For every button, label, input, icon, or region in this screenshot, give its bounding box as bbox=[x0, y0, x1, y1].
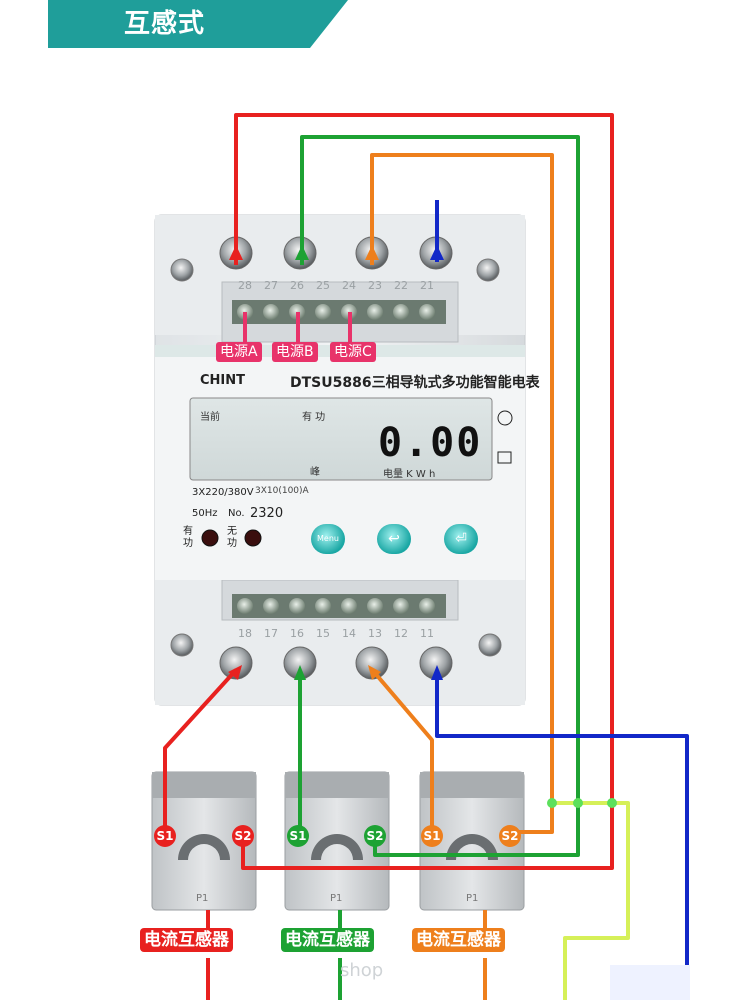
serial-no-value: 2320 bbox=[250, 506, 284, 521]
ct2-label: 电流互感器 bbox=[281, 928, 374, 952]
terminal-number-17: 17 bbox=[264, 627, 278, 640]
ct2-s2-terminal: S2 bbox=[364, 825, 386, 847]
back-button[interactable]: ↩ bbox=[377, 524, 411, 554]
ct3-p1-mark: P1 bbox=[466, 893, 479, 904]
terminal-number-28: 28 bbox=[238, 279, 252, 292]
lcd-peak-label: 峰 bbox=[310, 467, 320, 478]
ct2-p1-mark: P1 bbox=[330, 893, 343, 904]
junction-dots bbox=[547, 798, 617, 808]
green-voltage-wire bbox=[300, 135, 580, 857]
terminal-number-25: 25 bbox=[316, 279, 330, 292]
terminal-number-15: 15 bbox=[316, 627, 330, 640]
bottom-screws bbox=[170, 633, 502, 680]
red-voltage-wire bbox=[234, 113, 614, 870]
lcd-screen bbox=[189, 397, 493, 481]
terminal-number-18: 18 bbox=[238, 627, 252, 640]
current-transformer-3 bbox=[419, 771, 525, 911]
meter-model-title: DTSU5886三相导轨式多功能智能电表 bbox=[290, 375, 540, 391]
terminal-number-22: 22 bbox=[394, 279, 408, 292]
active-led bbox=[201, 529, 219, 547]
terminal-number-27: 27 bbox=[264, 279, 278, 292]
serial-no-label: No. bbox=[228, 508, 245, 519]
orange-voltage-wire bbox=[370, 153, 554, 834]
lcd-value: 0.00 bbox=[378, 420, 483, 466]
terminal-number-21: 21 bbox=[420, 279, 434, 292]
corner-stamp bbox=[610, 965, 690, 1000]
terminal-number-26: 26 bbox=[290, 279, 304, 292]
ct3-s1-terminal: S1 bbox=[421, 825, 443, 847]
ct1-s1-terminal: S1 bbox=[154, 825, 176, 847]
terminal-number-12: 12 bbox=[394, 627, 408, 640]
header-banner bbox=[48, 0, 348, 48]
terminal-number-16: 16 bbox=[290, 627, 304, 640]
display-icon bbox=[497, 451, 512, 464]
phase-icon bbox=[497, 410, 513, 426]
top-terminal-row bbox=[232, 300, 446, 324]
watermark: shop bbox=[340, 960, 384, 981]
meter-model-prefix: CHINT bbox=[200, 373, 246, 388]
terminal-number-23: 23 bbox=[368, 279, 382, 292]
current-transformer-2 bbox=[284, 771, 390, 911]
ct3-s2-terminal: S2 bbox=[499, 825, 521, 847]
current-transformer-1 bbox=[151, 771, 257, 911]
ct2-s1-terminal: S1 bbox=[287, 825, 309, 847]
blue-return-wire bbox=[435, 672, 689, 1000]
frequency: 50Hz bbox=[192, 508, 218, 519]
source-label-b: 电源B bbox=[272, 342, 318, 362]
enter-button[interactable]: ⏎ bbox=[444, 524, 478, 554]
lcd-units: 电量 K W h bbox=[383, 469, 436, 480]
ct1-s2-terminal: S2 bbox=[232, 825, 254, 847]
bottom-terminal-row bbox=[232, 594, 446, 618]
ct1-label: 电流互感器 bbox=[140, 928, 233, 952]
menu-button[interactable]: Menu bbox=[311, 524, 345, 554]
terminal-number-13: 13 bbox=[368, 627, 382, 640]
orange-current-wire bbox=[372, 670, 434, 835]
ct1-p1-mark: P1 bbox=[196, 893, 209, 904]
header-shape bbox=[48, 0, 348, 48]
arrow-heads bbox=[228, 245, 444, 680]
source-label-a: 电源A bbox=[216, 342, 262, 362]
source-label-c: 电源C bbox=[330, 342, 376, 362]
terminal-number-11: 11 bbox=[420, 627, 434, 640]
ct3-label: 电流互感器 bbox=[412, 928, 505, 952]
terminal-number-14: 14 bbox=[342, 627, 356, 640]
reactive-led bbox=[244, 529, 262, 547]
ground-wire bbox=[552, 801, 630, 1000]
reactive-led-label: 无功 bbox=[227, 526, 237, 549]
lcd-current-label: 当前 bbox=[200, 412, 220, 423]
page-title: 互感式 bbox=[124, 9, 206, 39]
voltage-spec: 3X220/380V bbox=[192, 487, 254, 498]
wires bbox=[163, 113, 689, 1000]
lcd-active-label: 有 功 bbox=[302, 412, 326, 423]
active-led-label: 有功 bbox=[183, 526, 193, 549]
terminal-number-24: 24 bbox=[342, 279, 356, 292]
current-spec: 3X10(100)A bbox=[255, 486, 309, 496]
red-current-wire bbox=[163, 668, 238, 835]
